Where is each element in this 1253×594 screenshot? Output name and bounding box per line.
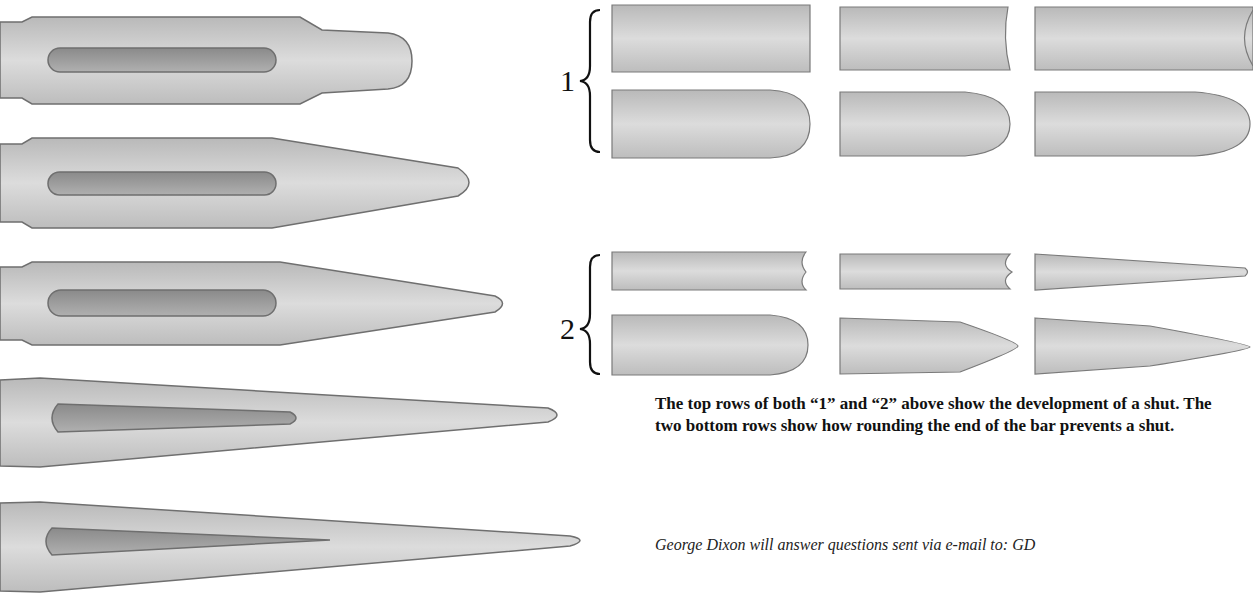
callout-number: 2 — [560, 314, 575, 344]
end-shapes — [612, 5, 1253, 375]
figure-caption: The top rows of both “1” and “2” above s… — [655, 393, 1240, 437]
footer-note: George Dixon will answer questions sent … — [655, 536, 1035, 554]
callout-number: 1 — [560, 66, 575, 96]
bracket — [580, 10, 600, 374]
bar-sequence — [0, 17, 580, 592]
